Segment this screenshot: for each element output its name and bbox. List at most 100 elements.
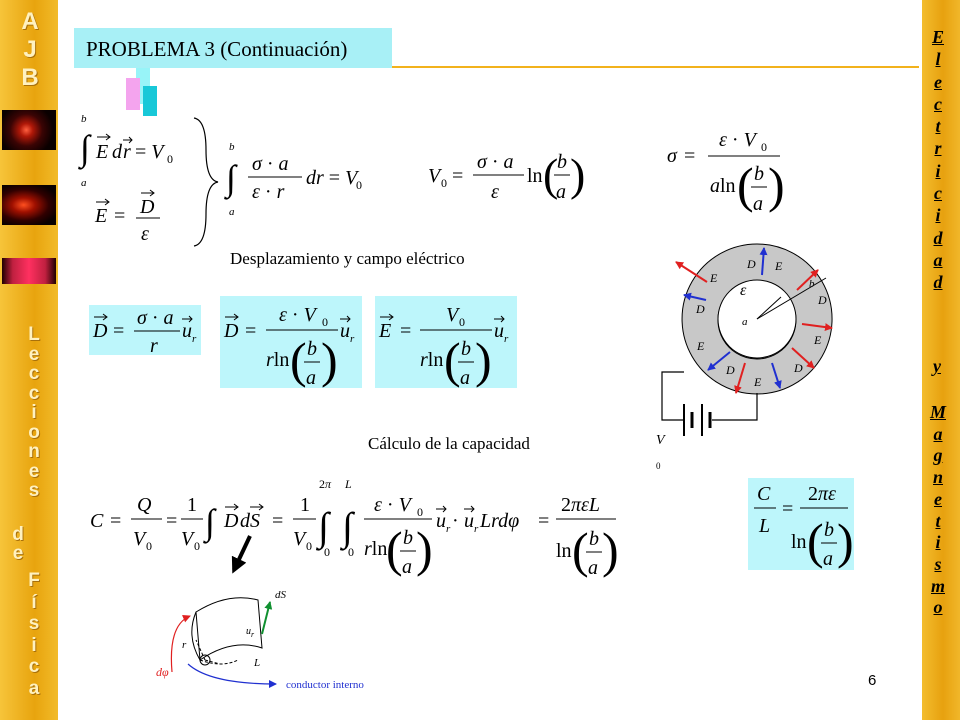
surface-element-diagram: dS ur r L dφ conductor interno	[156, 589, 364, 691]
svg-text:r: r	[474, 523, 479, 535]
svg-text:D: D	[139, 196, 155, 218]
svg-text:0: 0	[348, 545, 354, 559]
svg-text:dS: dS	[240, 510, 260, 532]
eq-integral-E-dr: ∫ b a E d r = V 0	[78, 113, 173, 189]
eq-integral-sigma: ∫ b a σ · a ε · r dr = V 0	[224, 141, 362, 218]
svg-text:V: V	[428, 165, 443, 187]
svg-text:1: 1	[300, 494, 310, 516]
svg-text:b: b	[229, 141, 235, 153]
svg-text:a: a	[753, 193, 763, 215]
svg-text:=: =	[782, 498, 793, 520]
caption-capacidad: Cálculo de la capacidad	[368, 434, 530, 453]
sidebar-word-y[interactable]: y	[933, 356, 941, 376]
svg-text:d: d	[112, 141, 123, 163]
svg-text:V: V	[133, 528, 148, 550]
svg-text:r: r	[150, 335, 158, 357]
svg-text:∫: ∫	[78, 128, 92, 170]
svg-text:r: r	[123, 141, 131, 163]
svg-text:=: =	[272, 510, 283, 532]
svg-text:0: 0	[194, 539, 200, 553]
svg-text:V: V	[446, 304, 461, 326]
svg-text:ε: ε	[740, 282, 747, 299]
sidebar-photo-1	[2, 110, 56, 150]
svg-text:dφ: dφ	[156, 665, 169, 679]
svg-text:conductor interno: conductor interno	[286, 679, 364, 691]
svg-text:=: =	[166, 510, 177, 532]
svg-text:r: r	[446, 523, 451, 535]
svg-text:dr = V: dr = V	[306, 167, 360, 189]
svg-text:V: V	[181, 528, 196, 550]
eq-C-over-L: C L = 2πε ln ( b a )	[754, 483, 854, 570]
svg-text:(: (	[572, 522, 589, 578]
svg-text:(: (	[543, 149, 558, 200]
svg-text:D: D	[92, 320, 108, 342]
svg-text:2π: 2π	[319, 477, 332, 491]
svg-text:): )	[475, 332, 492, 388]
svg-text:a: a	[81, 177, 87, 189]
coaxial-diagram: E D D E D E E D E D ε a b V 0	[656, 243, 833, 471]
svg-text:0: 0	[459, 315, 465, 329]
eq-E-V0: E = V 0 rln ( b a ) u r	[378, 304, 509, 389]
svg-text:E: E	[95, 141, 108, 163]
svg-text:rln: rln	[364, 538, 387, 560]
sidebar-photo-3	[2, 258, 56, 284]
svg-text:·: ·	[452, 510, 459, 532]
svg-text:D: D	[793, 361, 803, 375]
svg-text:aln: aln	[710, 175, 736, 197]
svg-text:V: V	[656, 433, 666, 448]
svg-text:C: C	[757, 483, 771, 505]
svg-text:D: D	[223, 510, 239, 532]
title-decoration-3	[143, 86, 157, 116]
svg-text:D: D	[746, 257, 756, 271]
svg-text:(: (	[737, 157, 754, 213]
svg-text:ε · V: ε · V	[279, 304, 319, 326]
svg-text:0: 0	[356, 178, 362, 192]
svg-text:σ: σ	[667, 145, 678, 167]
svg-text:rln: rln	[266, 349, 289, 371]
brace	[193, 117, 219, 247]
svg-text:r: r	[350, 333, 355, 345]
svg-text:ε: ε	[141, 223, 149, 245]
eq-D-eps-V0: D = ε · V 0 rln ( b a ) u r	[223, 304, 355, 389]
caption-desplazamiento: Desplazamiento y campo eléctrico	[230, 249, 465, 268]
svg-text:): )	[570, 149, 585, 200]
svg-text:E: E	[753, 375, 762, 389]
svg-text:b: b	[557, 151, 567, 173]
svg-text:D: D	[725, 363, 735, 377]
svg-text:b: b	[461, 338, 471, 360]
svg-text:σ · a: σ · a	[252, 153, 289, 175]
eq-E-D-over-eps: E = D ε	[94, 189, 160, 245]
svg-text:=: =	[452, 165, 463, 187]
svg-text:E: E	[813, 333, 822, 347]
svg-text:C: C	[90, 510, 104, 532]
svg-text:=: =	[113, 320, 124, 342]
svg-text:0: 0	[656, 461, 661, 471]
svg-text:L: L	[253, 657, 260, 669]
svg-text:u: u	[464, 510, 474, 532]
svg-text:L: L	[758, 515, 770, 537]
svg-text:(: (	[444, 332, 461, 388]
svg-text:Q: Q	[137, 494, 152, 516]
svg-text:∫: ∫	[203, 502, 217, 544]
svg-text:0: 0	[306, 539, 312, 553]
eq-box-D-V0	[220, 296, 362, 388]
svg-text:): )	[602, 522, 619, 578]
pointer-arrow	[231, 535, 252, 574]
svg-text:u: u	[340, 320, 350, 342]
svg-text:b: b	[824, 519, 834, 541]
svg-text:r: r	[192, 333, 197, 345]
svg-text:r: r	[504, 333, 509, 345]
svg-text:b: b	[754, 163, 764, 185]
svg-text:b: b	[403, 527, 413, 549]
svg-text:V: V	[293, 528, 308, 550]
svg-text:E: E	[709, 271, 718, 285]
title-underline	[392, 66, 919, 68]
svg-text:ε · V: ε · V	[374, 494, 414, 516]
svg-text:0: 0	[322, 315, 328, 329]
svg-text:=: =	[114, 205, 125, 227]
svg-text:E: E	[94, 205, 107, 227]
